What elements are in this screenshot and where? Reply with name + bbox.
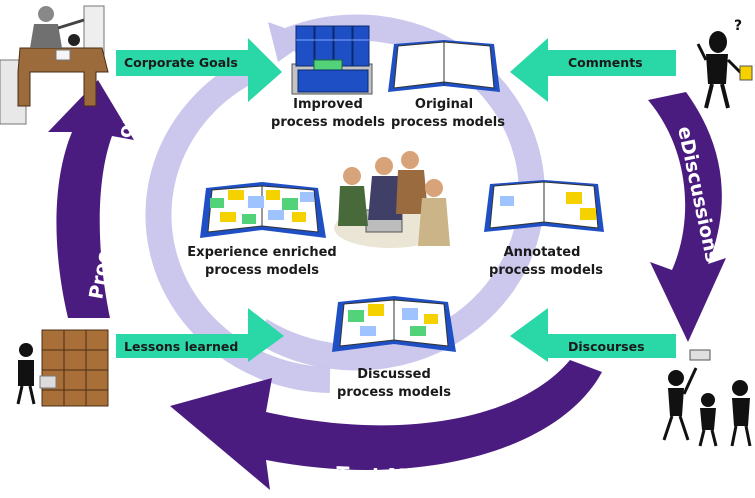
discourses-arrow: Discourses [510, 308, 676, 362]
lessons-learned-arrow: Lessons learned [116, 308, 284, 362]
annotated-label-1: Annotated [504, 245, 581, 260]
arguing-people-icon [662, 349, 752, 447]
office-worker-icon [0, 5, 109, 125]
svg-text:Comments: Comments [568, 55, 643, 70]
original-label-2: process models [391, 115, 505, 130]
improved-label-1: Improved [293, 97, 363, 112]
svg-text:?: ? [734, 18, 742, 34]
svg-text:Lessons learned: Lessons learned [124, 339, 238, 354]
comments-arrow: Comments [510, 38, 676, 102]
svg-text:Discourses: Discourses [568, 339, 645, 354]
text-mining-arrow: Text Mining [170, 360, 602, 490]
improved-label-2: process models [271, 115, 385, 130]
svg-text:Corporate Goals: Corporate Goals [124, 55, 238, 70]
filing-cabinet-icon [16, 329, 109, 407]
ediscussions-arrow: eDiscussions [648, 92, 726, 342]
discussed-label-2: process models [337, 385, 451, 400]
process-evolution-arrow: Process Evolution [48, 80, 140, 318]
enriched-book-icon [200, 182, 326, 238]
binders-icon [291, 25, 373, 95]
annotated-label-2: process models [489, 263, 603, 278]
meeting-people-icon [334, 151, 450, 248]
discussed-book-icon [332, 296, 456, 352]
original-label-1: Original [415, 97, 473, 112]
discussed-label-1: Discussed [357, 367, 431, 382]
experience-label-2: process models [205, 263, 319, 278]
open-book-icon [388, 40, 500, 92]
annotated-book-icon [484, 180, 604, 232]
experience-label-1: Experience enriched [187, 245, 336, 260]
text-mining-label: Text Mining [336, 463, 461, 489]
corporate-goals-arrow: Corporate Goals [116, 38, 282, 102]
thinking-person-icon: ? [696, 18, 753, 109]
